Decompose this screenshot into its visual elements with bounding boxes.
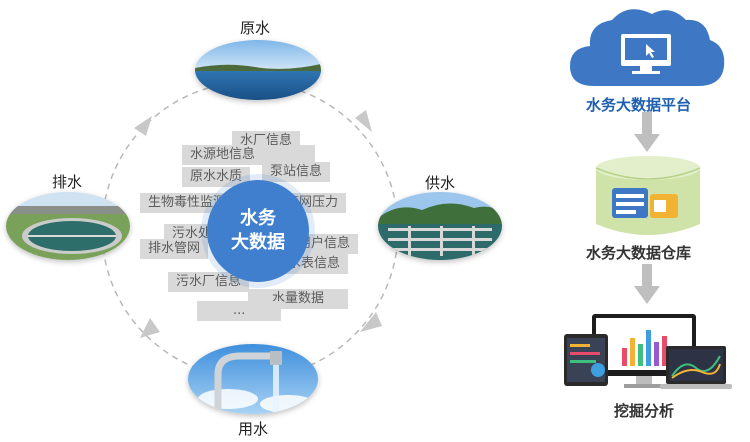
warehouse-label: 水务大数据仓库 — [586, 244, 692, 262]
tag-water-source-info: 水源地信息 — [182, 145, 316, 165]
tag-sewage-plant-info: 污水厂信息 — [168, 272, 250, 292]
flow-arrow-1 — [634, 112, 660, 152]
tag-drain-network: 排水管网 — [140, 239, 209, 259]
center-title-line1: 水务 — [240, 208, 276, 229]
tag-raw-water-quality: 原水水质 — [182, 167, 251, 187]
node-label-raw-water: 原水 — [240, 19, 271, 37]
tag-bio-toxicity: 生物毒性监测 — [140, 193, 235, 213]
data-warehouse-icon — [595, 156, 701, 235]
node-label-use-water: 用水 — [238, 420, 269, 438]
node-label-supply-water: 供水 — [425, 174, 456, 192]
analytics-dashboard-icon — [564, 314, 732, 389]
ring-arrow-left-top — [134, 116, 152, 136]
ring-arrow-top-right — [355, 110, 372, 132]
flow-arrow-2 — [634, 264, 660, 304]
tag-ellipsis: ... — [197, 301, 282, 321]
ring-arrow-right-bottom — [360, 312, 382, 332]
center-title-line2: 大数据 — [231, 232, 285, 253]
supply-water-photo — [378, 192, 502, 260]
node-label-drain-water: 排水 — [52, 173, 83, 191]
ring-arrow-bottom-left — [140, 318, 160, 338]
tag-pump-station-info: 泵站信息 — [262, 162, 331, 182]
platform-label: 水务大数据平台 — [586, 96, 692, 114]
drain-water-photo — [6, 192, 130, 260]
analysis-label: 挖掘分析 — [614, 402, 675, 420]
raw-water-photo — [195, 40, 321, 100]
cloud-platform-icon — [570, 9, 725, 87]
use-water-photo — [188, 344, 318, 414]
water-big-data-center: 水务 大数据 — [207, 180, 309, 282]
